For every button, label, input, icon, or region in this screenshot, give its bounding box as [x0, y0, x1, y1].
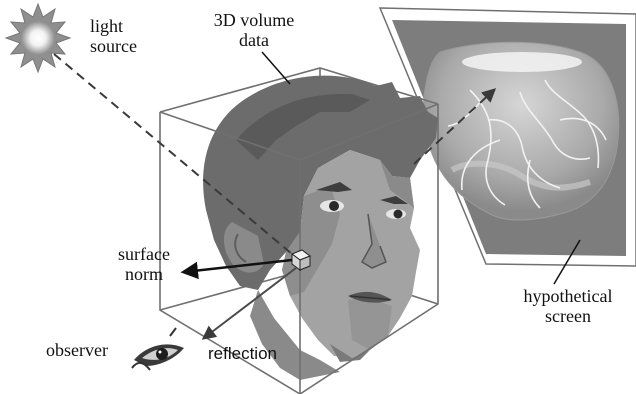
- volume-data-label-line1: 3D volume: [206, 10, 302, 30]
- light-source-label-line1: light: [90, 16, 137, 36]
- volume-leader-line: [262, 52, 290, 84]
- reflection-label: reflection: [208, 344, 277, 364]
- hypothetical-screen-label: hypothetical screen: [508, 286, 628, 326]
- hypothetical-screen-label-line1: hypothetical: [508, 286, 628, 306]
- volume-data-label: 3D volume data: [206, 10, 302, 50]
- volume-data-label-line2: data: [206, 30, 302, 50]
- surface-norm-label: surface norm: [104, 244, 184, 284]
- light-source-label-line2: source: [90, 36, 137, 56]
- brain-image: [424, 42, 619, 220]
- hypothetical-screen-label-line2: screen: [508, 306, 628, 326]
- human-head: [203, 76, 438, 380]
- light-source-icon: [6, 4, 70, 72]
- surface-norm-label-line2: norm: [104, 264, 184, 284]
- surface-norm-label-line1: surface: [104, 244, 184, 264]
- observer-label: observer: [46, 340, 108, 360]
- observer-eye-icon: [132, 328, 184, 370]
- light-source-label: light source: [90, 16, 137, 56]
